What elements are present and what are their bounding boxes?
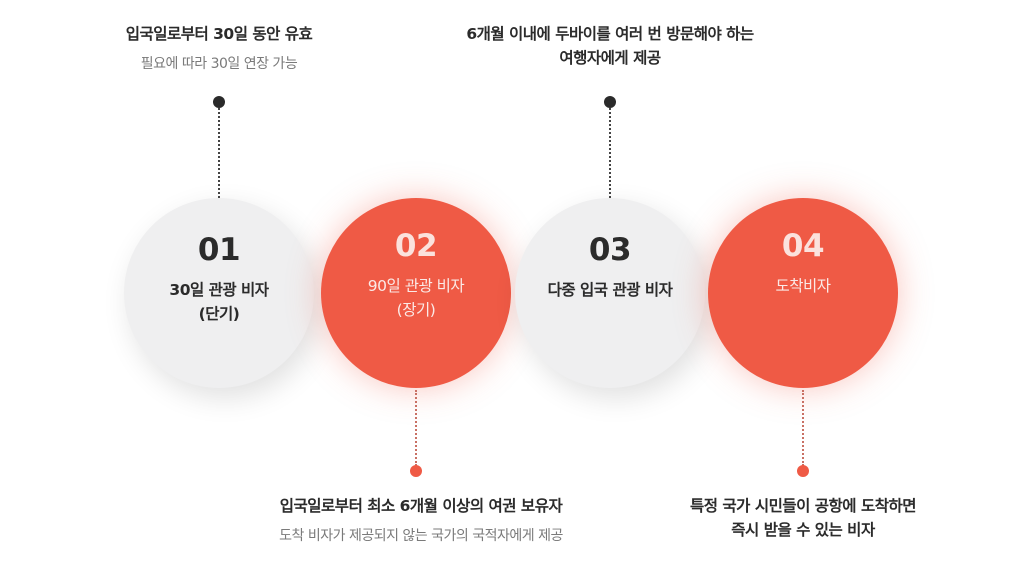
- step-04-circle: 04 도착비자: [708, 198, 898, 388]
- step-01-label-line1: 30일 관광 비자: [169, 281, 269, 299]
- step-04-label: 도착비자: [775, 274, 831, 298]
- step-04-note-title-line1: 특정 국가 시민들이 공항에 도착하면: [690, 497, 917, 515]
- step-02-connector-line: [415, 390, 417, 466]
- step-02-label-line2: (장기): [396, 301, 436, 319]
- step-01-note-sub: 필요에 따라 30일 연장 가능: [140, 56, 298, 72]
- step-03-note: 6개월 이내에 두바이를 여러 번 방문해야 하는 여행자에게 제공: [466, 22, 754, 70]
- step-02-number: 02: [394, 228, 438, 264]
- step-01-label-line2: (단기): [198, 305, 240, 323]
- step-02-note-title: 입국일로부터 최소 6개월 이상의 여권 보유자: [279, 497, 563, 515]
- step-02-label-line1: 90일 관광 비자: [367, 277, 465, 295]
- step-02-note: 입국일로부터 최소 6개월 이상의 여권 보유자 도착 비자가 제공되지 않는 …: [279, 494, 563, 548]
- step-03-note-title-line1: 6개월 이내에 두바이를 여러 번 방문해야 하는: [466, 25, 754, 43]
- step-02-circle: 02 90일 관광 비자 (장기): [321, 198, 511, 388]
- step-04-number: 04: [781, 228, 825, 264]
- step-03-label: 다중 입국 관광 비자: [548, 278, 673, 302]
- step-03-number: 03: [588, 232, 632, 268]
- step-04-note: 특정 국가 시민들이 공항에 도착하면 즉시 받을 수 있는 비자: [690, 494, 917, 542]
- step-04-connector-dot: [797, 465, 809, 477]
- step-03-label-line1: 다중 입국 관광 비자: [547, 281, 673, 299]
- step-01-connector-dot: [213, 96, 225, 108]
- step-04-connector-line: [802, 390, 804, 466]
- step-02-connector-dot: [410, 465, 422, 477]
- step-01-connector-line: [218, 108, 220, 198]
- step-01-number: 01: [197, 232, 241, 268]
- step-03-note-title-line2: 여행자에게 제공: [559, 49, 661, 67]
- step-03-connector-dot: [604, 96, 616, 108]
- step-04-label-line1: 도착비자: [775, 277, 831, 295]
- step-01-label: 30일 관광 비자 (단기): [169, 278, 269, 326]
- step-01-note: 입국일로부터 30일 동안 유효 필요에 따라 30일 연장 가능: [126, 22, 313, 76]
- step-04-note-title-line2: 즉시 받을 수 있는 비자: [731, 521, 875, 539]
- step-03-connector-line: [609, 108, 611, 198]
- step-02-label: 90일 관광 비자 (장기): [367, 274, 465, 322]
- step-02-note-sub: 도착 비자가 제공되지 않는 국가의 국적자에게 제공: [279, 528, 563, 544]
- step-01-circle: 01 30일 관광 비자 (단기): [124, 198, 314, 388]
- step-03-circle: 03 다중 입국 관광 비자: [515, 198, 705, 388]
- step-01-note-title: 입국일로부터 30일 동안 유효: [125, 25, 313, 43]
